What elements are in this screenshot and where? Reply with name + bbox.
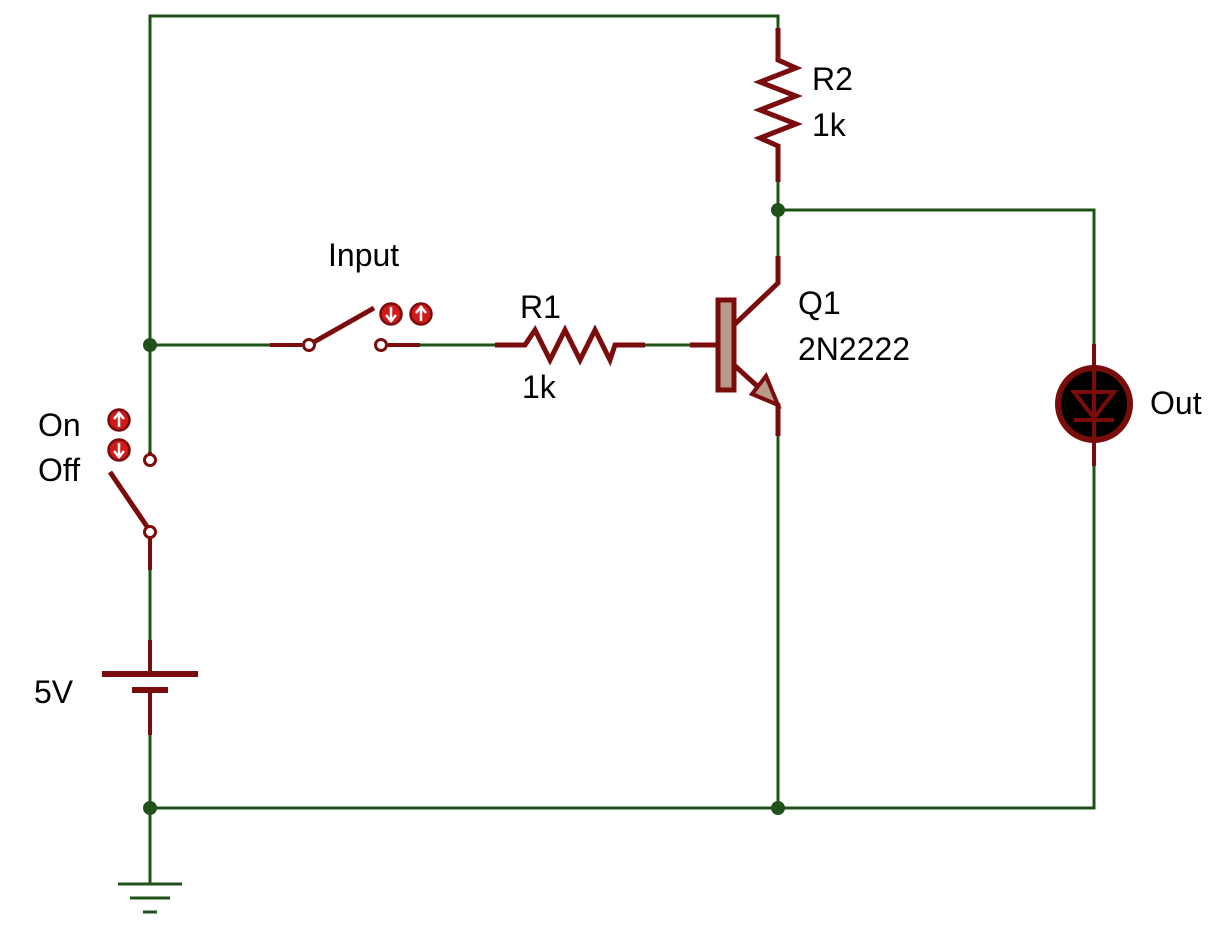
battery-value: 5V xyxy=(34,674,74,710)
transistor-q1-ref: Q1 xyxy=(798,285,841,321)
input-switch[interactable]: Input xyxy=(270,237,433,352)
resistor-r2-ref: R2 xyxy=(812,61,853,97)
resistor-r1-symbol xyxy=(495,324,645,367)
junctions xyxy=(143,203,785,815)
transistor-q1-collector xyxy=(732,256,781,327)
input-switch-right-contact xyxy=(374,338,388,352)
wire-out-top xyxy=(776,208,1096,346)
wires xyxy=(148,14,1096,884)
resistor-r2-symbol xyxy=(753,28,803,182)
junction-dot xyxy=(143,801,157,815)
resistor-r2[interactable]: R2 1k xyxy=(753,28,853,182)
transistor-q1-base-bar xyxy=(715,297,737,393)
junction-dot xyxy=(143,338,157,352)
resistor-r2-value: 1k xyxy=(812,107,847,143)
ground-icon xyxy=(118,882,182,914)
junction-dot xyxy=(771,801,785,815)
arrow-down-icon[interactable] xyxy=(107,438,131,462)
input-switch-left-contact xyxy=(302,338,316,352)
power-switch-top-contact xyxy=(143,453,157,467)
led-label: Out xyxy=(1150,385,1202,421)
input-switch-label: Input xyxy=(328,237,399,273)
resistor-r1[interactable]: R1 1k xyxy=(495,289,645,405)
transistor-q1-emitter-arrow xyxy=(748,372,782,409)
wire-out-bottom xyxy=(776,464,1096,810)
power-switch-lever xyxy=(107,470,151,530)
led-diode-triangle xyxy=(1069,390,1119,422)
arrow-up-icon[interactable] xyxy=(409,302,433,326)
power-switch-bottom-contact xyxy=(143,525,157,539)
power-switch-on-label: On xyxy=(38,407,81,443)
resistor-r1-value: 1k xyxy=(522,369,557,405)
transistor-q1[interactable]: Q1 2N2222 xyxy=(690,256,910,436)
input-switch-lever xyxy=(312,305,376,345)
power-switch[interactable]: On Off xyxy=(38,407,157,570)
power-switch-off-label: Off xyxy=(38,452,80,488)
arrow-down-icon[interactable] xyxy=(379,302,403,326)
resistor-r1-ref: R1 xyxy=(520,289,561,325)
arrow-up-icon[interactable] xyxy=(107,408,131,432)
led[interactable]: Out xyxy=(1055,344,1202,466)
junction-dot xyxy=(771,203,785,217)
transistor-q1-value: 2N2222 xyxy=(798,331,910,367)
battery[interactable]: 5V xyxy=(34,640,198,735)
